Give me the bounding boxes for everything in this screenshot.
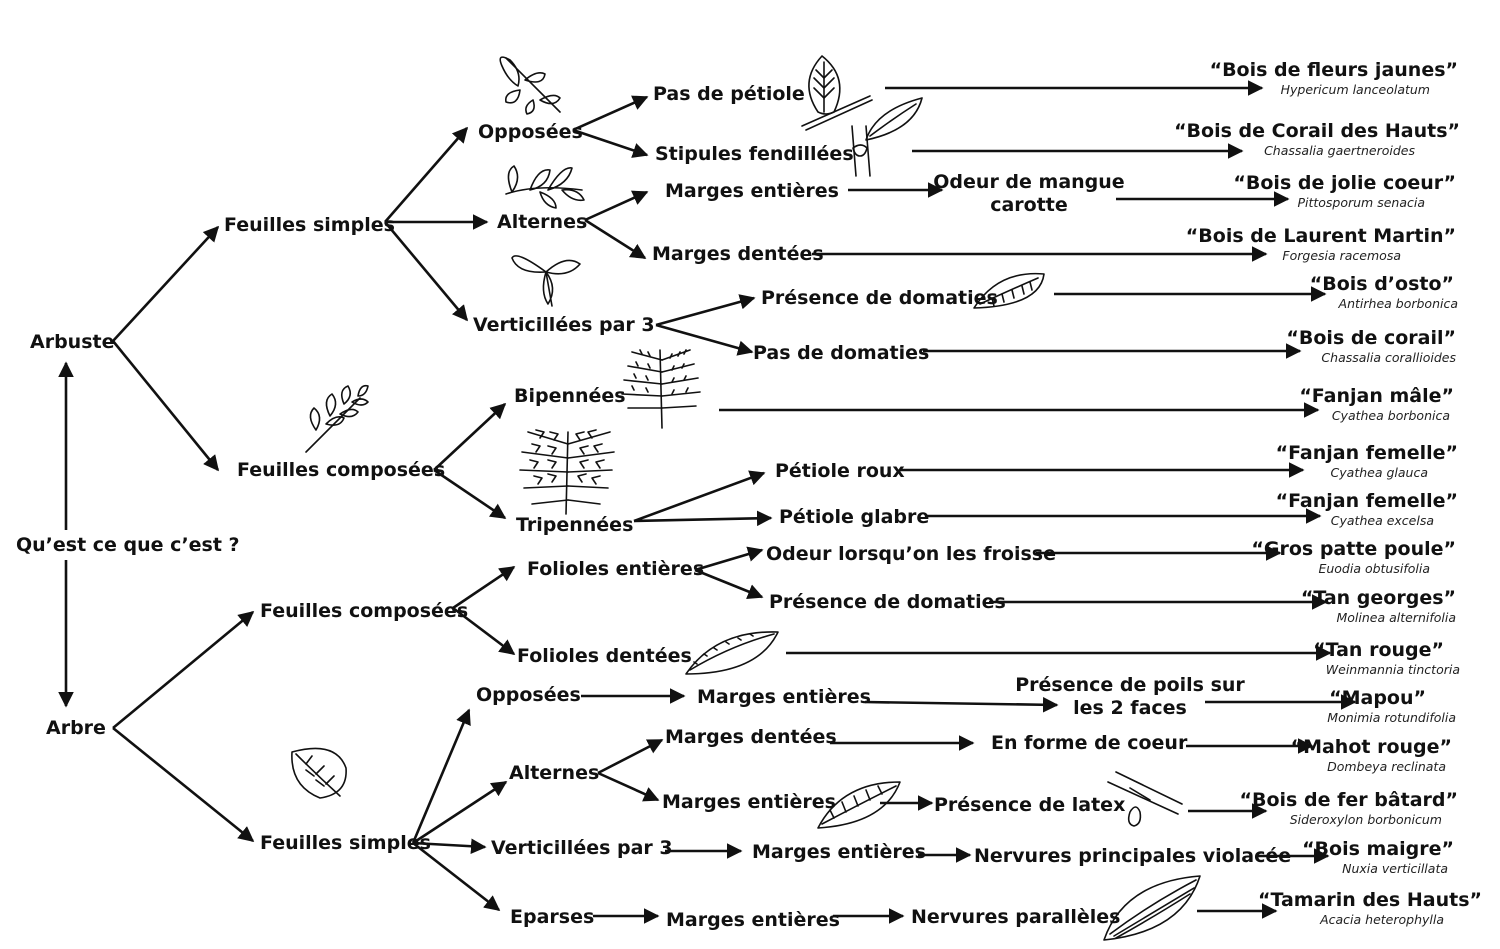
species-common-name: “Fanjan femelle”	[1276, 490, 1458, 512]
node-poils-line1: Présence de poils sur	[1015, 674, 1245, 696]
root-question: Qu’est ce que c’est ?	[16, 534, 240, 556]
species-common-name: “Tan georges”	[1301, 587, 1456, 609]
species-common-name: “Fanjan femelle”	[1276, 442, 1458, 464]
whorled-leaves-icon	[511, 255, 581, 307]
node-folioles-dentees: Folioles dentées	[517, 645, 692, 667]
node-arbuste-verticillees: Verticillées par 3	[473, 314, 655, 336]
species-scientific-name: Cyathea glauca	[1331, 465, 1428, 480]
node-arbuste-feuilles-composees: Feuilles composées	[237, 459, 445, 481]
node-stipules-fendillees: Stipules fendillées	[655, 143, 854, 165]
simple-leaf-icon	[291, 747, 347, 799]
stipule-icon	[851, 97, 923, 177]
node-odeur-carotte: carotte	[990, 194, 1068, 216]
edges	[58, 80, 1357, 924]
node-arbre-alternes: Alternes	[509, 762, 599, 784]
species-scientific-name: Weinmannia tinctoria	[1326, 662, 1460, 677]
tripinnate-fern-icon	[519, 429, 615, 515]
sessile-leaf-icon	[801, 55, 873, 131]
species-scientific-name: Acacia heterophylla	[1319, 912, 1444, 927]
node-alt-marges-entieres: Marges entières	[662, 791, 836, 813]
species-scientific-name: Sideroxylon borbonicum	[1290, 812, 1442, 827]
node-nervures-violacees: Nervures principales violacée	[974, 845, 1291, 867]
compound-leaf-icon	[305, 384, 369, 453]
species-common-name: “Tan rouge”	[1313, 639, 1444, 661]
node-eparses: Eparses	[510, 906, 594, 928]
species-common-name: “Mahot rouge”	[1291, 736, 1452, 758]
entire-leaf-icon	[817, 781, 901, 829]
node-arbre-feuilles-composees: Feuilles composées	[260, 600, 468, 622]
species-scientific-name: Monimia rotundifolia	[1327, 710, 1456, 725]
node-ep-marges-entieres: Marges entières	[666, 909, 840, 931]
node-arbre-verticillees: Verticillées par 3	[491, 837, 673, 859]
node-nervures-paralleles: Nervures parallèles	[911, 906, 1120, 928]
species-common-name: “Bois de fleurs jaunes”	[1210, 59, 1458, 81]
species-scientific-name: Chassalia gaertneroides	[1264, 143, 1415, 158]
species-common-name: “Bois de jolie coeur”	[1233, 172, 1456, 194]
species-scientific-name: Hypericum lanceolatum	[1281, 82, 1430, 97]
opposite-leaves-icon	[499, 56, 561, 115]
node-arbuste-feuilles-simples: Feuilles simples	[224, 214, 395, 236]
species-common-name: “Gros patte poule”	[1251, 538, 1456, 560]
node-arbre-opposees: Opposées	[476, 684, 581, 706]
node-petiole-glabre: Pétiole glabre	[779, 506, 929, 528]
node-bipennees: Bipennées	[514, 385, 626, 407]
species-common-name: “Bois de corail”	[1286, 327, 1456, 349]
node-arbre-presence-domaties: Présence de domaties	[769, 591, 1006, 613]
species-common-name: “Bois d’osto”	[1310, 273, 1454, 295]
node-tripennees: Tripennées	[516, 514, 633, 536]
species-common-name: “Bois de Corail des Hauts”	[1174, 120, 1460, 142]
parallel-veins-leaf-icon	[1103, 875, 1201, 941]
node-arbre-feuilles-simples: Feuilles simples	[260, 832, 431, 854]
node-poils-line2: les 2 faces	[1073, 697, 1187, 719]
node-arbuste-marges-entieres: Marges entières	[665, 180, 839, 202]
species-scientific-name: Dombeya reclinata	[1327, 759, 1446, 774]
toothed-leaflet-icon	[685, 631, 779, 675]
species-scientific-name: Euodia obtusifolia	[1318, 561, 1430, 576]
node-pas-de-domaties: Pas de domaties	[753, 342, 929, 364]
node-arbre: Arbre	[46, 717, 106, 739]
species-scientific-name: Molinea alternifolia	[1336, 610, 1456, 625]
species-scientific-name: Forgesia racemosa	[1282, 248, 1401, 263]
node-opp-marges-entieres: Marges entières	[697, 686, 871, 708]
species-common-name: “Bois de fer bâtard”	[1240, 789, 1458, 811]
species-scientific-name: Cyathea excelsa	[1331, 513, 1434, 528]
node-arbuste-marges-dentees: Marges dentées	[652, 243, 824, 265]
node-arbuste-alternes: Alternes	[497, 211, 587, 233]
species-common-name: “Mapou”	[1329, 687, 1426, 709]
node-folioles-entieres: Folioles entières	[527, 558, 704, 580]
species-common-name: “Tamarin des Hauts”	[1258, 889, 1482, 911]
node-presence-latex: Présence de latex	[934, 794, 1125, 816]
node-pas-de-petiole: Pas de pétiole	[653, 83, 805, 105]
node-odeur-mangue: Odeur de mangue	[933, 171, 1124, 193]
bipinnate-fern-icon	[621, 349, 701, 429]
node-vert-marges-entieres: Marges entières	[752, 841, 926, 863]
species-common-name: “Fanjan mâle”	[1299, 385, 1454, 407]
species-common-name: “Bois maigre”	[1302, 838, 1454, 860]
species-scientific-name: Antirhea borbonica	[1338, 296, 1458, 311]
alternate-leaves-icon	[505, 165, 585, 209]
latex-drop-icon	[1107, 771, 1183, 827]
species-results: “Bois de fleurs jaunes” Hypericum lanceo…	[1174, 59, 1482, 927]
node-forme-coeur: En forme de coeur	[991, 732, 1188, 754]
domatia-leaf-icon	[973, 272, 1045, 309]
species-scientific-name: Nuxia verticillata	[1342, 861, 1448, 876]
species-scientific-name: Chassalia corallioides	[1321, 350, 1456, 365]
node-arbuste-opposees: Opposées	[478, 121, 583, 143]
species-scientific-name: Pittosporum senacia	[1297, 195, 1425, 210]
node-arbuste: Arbuste	[30, 331, 114, 353]
node-odeur-froisse: Odeur lorsqu’on les froisse	[766, 543, 1056, 565]
leaf-illustrations	[291, 55, 1201, 941]
species-common-name: “Bois de Laurent Martin”	[1186, 225, 1456, 247]
node-labels: Qu’est ce que c’est ? Arbuste Arbre Feui…	[16, 83, 1291, 931]
node-petiole-roux: Pétiole roux	[775, 460, 905, 482]
node-arbuste-presence-domaties: Présence de domaties	[761, 287, 998, 309]
node-alt-marges-dentees: Marges dentées	[665, 726, 837, 748]
species-scientific-name: Cyathea borbonica	[1332, 408, 1450, 423]
